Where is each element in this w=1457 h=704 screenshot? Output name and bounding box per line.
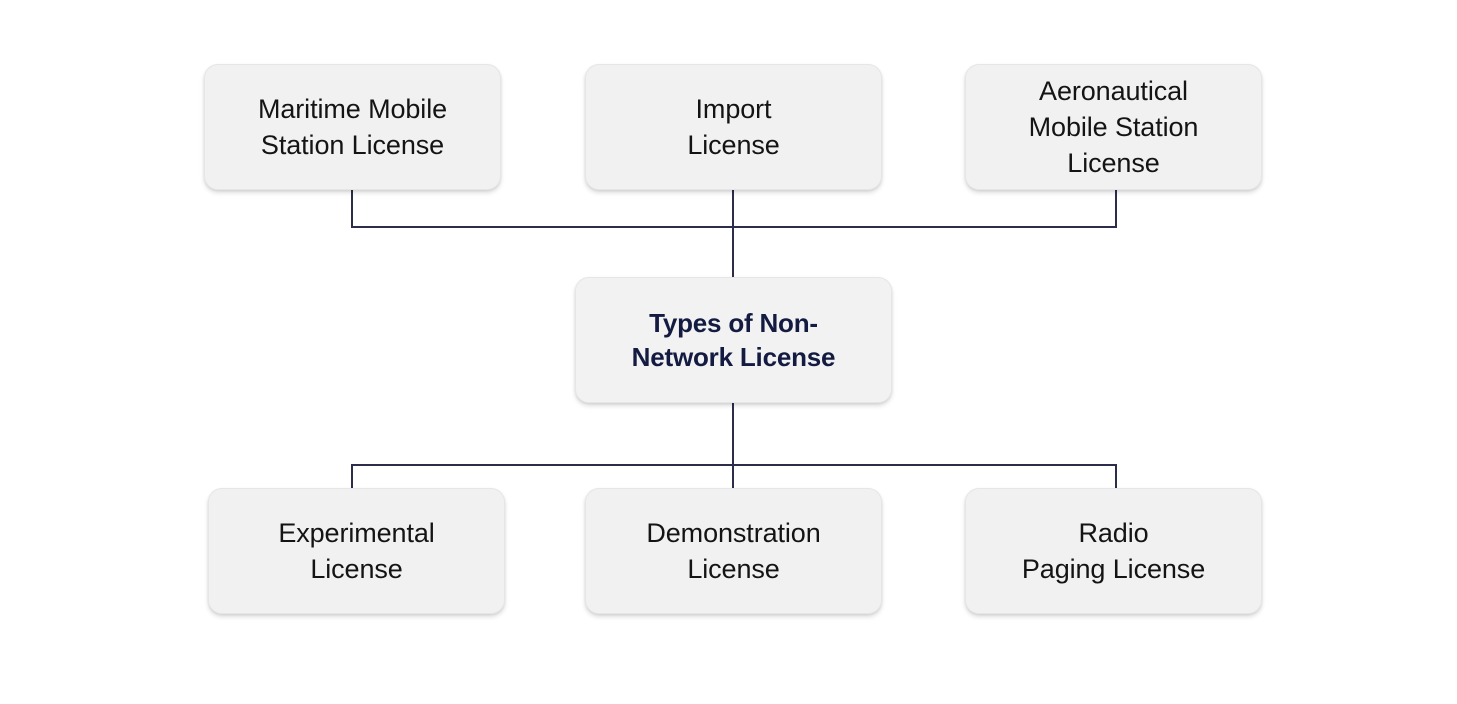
connector-top-horizontal-bar [351, 226, 1117, 228]
node-label: Aeronautical Mobile Station License [1028, 76, 1199, 178]
node-types-of-non-network-license[interactable]: Types of Non- Network License [575, 277, 892, 403]
node-label: Demonstration License [646, 518, 821, 584]
node-aeronautical-mobile-station-license[interactable]: Aeronautical Mobile Station License [965, 64, 1262, 190]
connector-bottom-horizontal-bar [351, 464, 1117, 466]
node-radio-paging-license[interactable]: Radio Paging License [965, 488, 1262, 614]
connector-top-right-stem [1115, 188, 1117, 228]
node-demonstration-license[interactable]: Demonstration License [585, 488, 882, 614]
connector-bottom-center-spine [732, 400, 734, 490]
node-label: Radio Paging License [1021, 518, 1206, 584]
connector-top-left-stem [351, 188, 353, 228]
node-label: Experimental License [278, 518, 435, 584]
node-label: Import License [687, 94, 780, 160]
connector-bottom-left-stem [351, 464, 353, 490]
node-label: Maritime Mobile Station License [257, 94, 448, 160]
node-experimental-license[interactable]: Experimental License [208, 488, 505, 614]
node-maritime-mobile-station-license[interactable]: Maritime Mobile Station License [204, 64, 501, 190]
connector-top-center-spine [732, 188, 734, 280]
root-node-label: Types of Non- Network License [631, 308, 836, 372]
connector-bottom-right-stem [1115, 464, 1117, 490]
node-import-license[interactable]: Import License [585, 64, 882, 190]
